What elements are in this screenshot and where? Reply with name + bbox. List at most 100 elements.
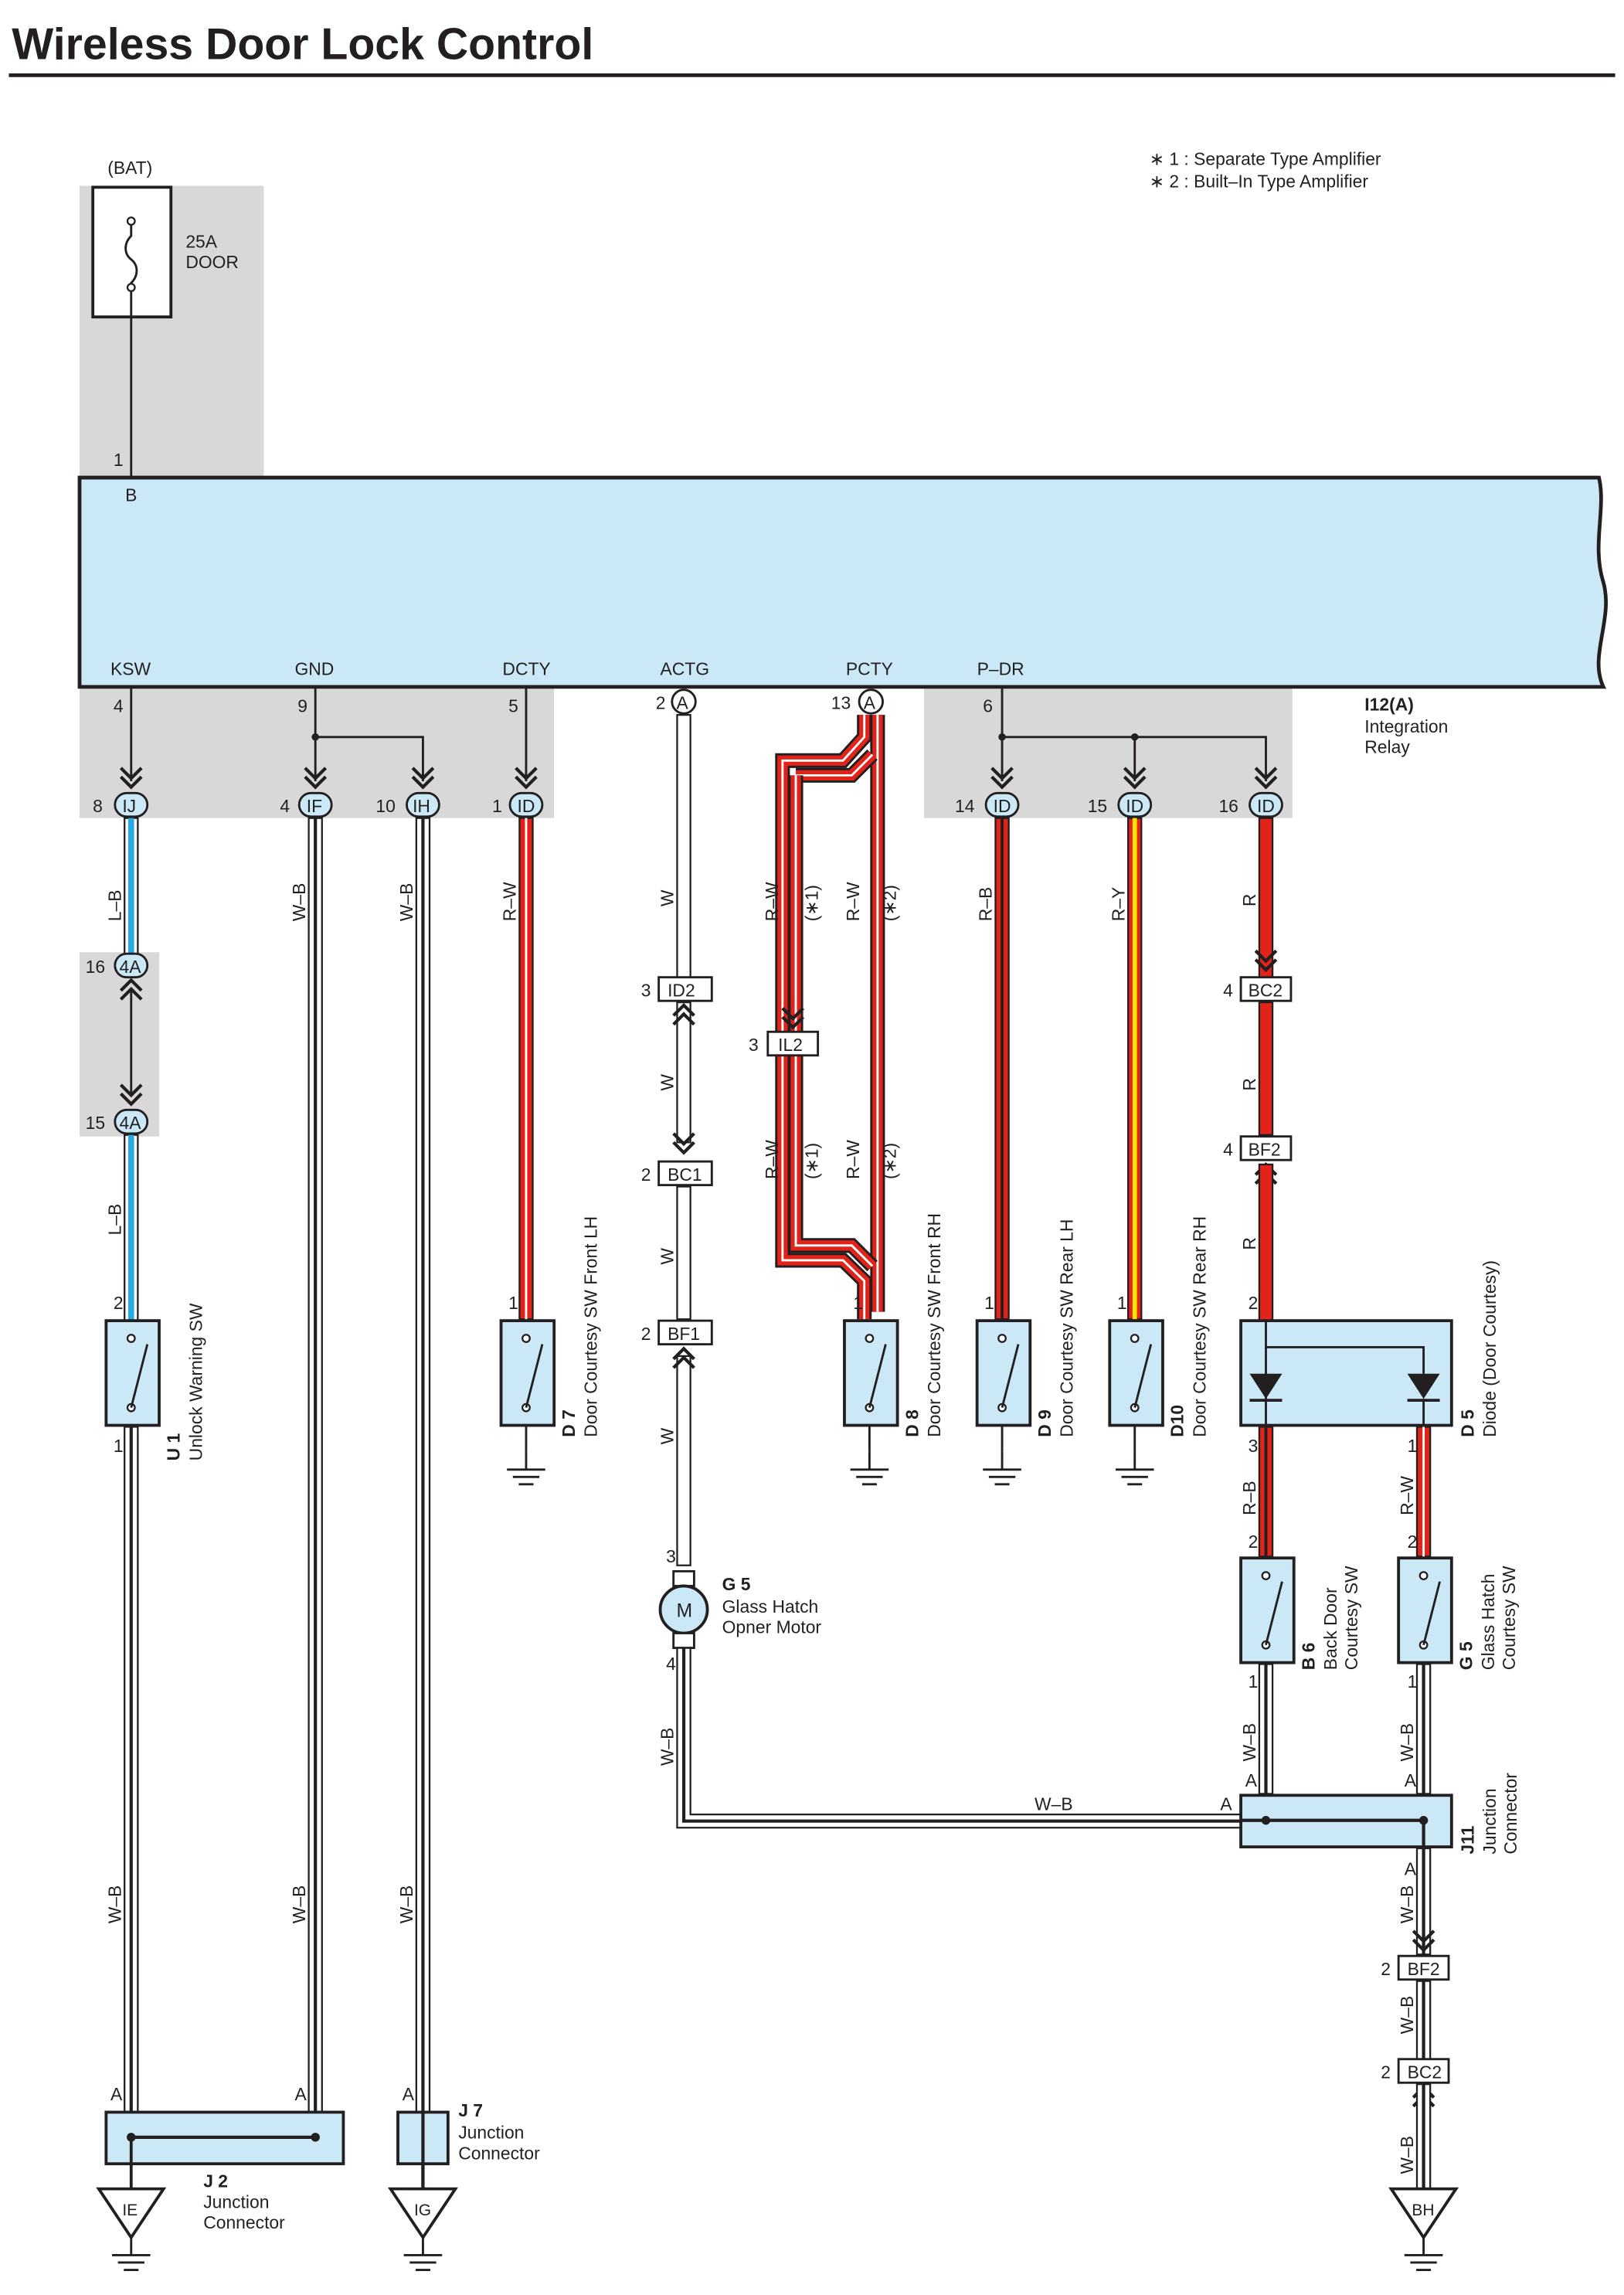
svg-text:W–B: W–B bbox=[1397, 1996, 1417, 2035]
svg-text:A: A bbox=[677, 693, 689, 713]
svg-text:R–W: R–W bbox=[843, 1140, 863, 1179]
battery-label: (BAT) bbox=[107, 158, 152, 178]
svg-text:4: 4 bbox=[280, 796, 290, 816]
svg-text:R–W: R–W bbox=[1397, 1476, 1417, 1515]
integration-relay: B KSW GND DCTY ACTG PCTY P–DR I12(A) Int… bbox=[77, 475, 1608, 757]
svg-text:W: W bbox=[657, 1427, 678, 1444]
svg-text:IF: IF bbox=[307, 796, 322, 816]
d8-code: D 8 bbox=[902, 1409, 922, 1437]
svg-text:4: 4 bbox=[1223, 1139, 1233, 1159]
svg-text:2: 2 bbox=[114, 1293, 124, 1313]
relay-name-2: Relay bbox=[1364, 737, 1410, 757]
svg-text:W: W bbox=[657, 1074, 678, 1091]
svg-text:ID: ID bbox=[1126, 796, 1143, 816]
j2-name-1: Junction bbox=[203, 2191, 269, 2212]
wire-lb-upper bbox=[124, 817, 139, 955]
svg-text:4A: 4A bbox=[120, 1113, 142, 1133]
wire-color-wb-col2a: W–B bbox=[289, 883, 309, 922]
svg-text:W–B: W–B bbox=[1397, 2136, 1417, 2174]
g5-switch-name-2: Courtesy SW bbox=[1499, 1566, 1519, 1670]
terminal-ksw: KSW bbox=[110, 659, 151, 679]
g5-switch-code: G 5 bbox=[1456, 1641, 1476, 1670]
svg-text:6: 6 bbox=[983, 695, 993, 716]
door-courtesy-switch-rear-lh bbox=[975, 1319, 1032, 1486]
fuse-rating: 25A bbox=[185, 232, 217, 252]
svg-text:2: 2 bbox=[1408, 1532, 1418, 1552]
svg-text:W: W bbox=[657, 1248, 678, 1265]
svg-text:2: 2 bbox=[1249, 1532, 1259, 1552]
j7-name-1: Junction bbox=[458, 2123, 524, 2143]
b6-name-2: Courtesy SW bbox=[1341, 1566, 1361, 1670]
terminal-gnd: GND bbox=[294, 659, 334, 679]
d5-code: D 5 bbox=[1457, 1409, 1477, 1437]
svg-text:BF2: BF2 bbox=[1249, 1139, 1281, 1159]
back-door-courtesy-switch bbox=[1239, 1556, 1296, 1664]
svg-text:15: 15 bbox=[1088, 796, 1107, 816]
wire-w-actg bbox=[676, 714, 691, 1566]
svg-text:4: 4 bbox=[666, 1654, 676, 1674]
svg-text:A: A bbox=[864, 693, 876, 713]
fuse-25a-door: (BAT) 25A DOOR 1 bbox=[91, 158, 239, 478]
svg-text:2: 2 bbox=[1381, 1959, 1391, 1979]
svg-text:4: 4 bbox=[1223, 980, 1233, 1000]
connector-id-1: ID1 bbox=[492, 791, 544, 818]
svg-text:R–W: R–W bbox=[843, 882, 863, 921]
svg-text:2: 2 bbox=[1249, 1293, 1259, 1313]
d10-code: D10 bbox=[1167, 1405, 1187, 1437]
j2-code: J 2 bbox=[203, 2171, 228, 2191]
door-courtesy-switch-front-lh bbox=[499, 1319, 556, 1486]
junction-connector-j7 bbox=[396, 2110, 450, 2189]
wire-color-wb-col3a: W–B bbox=[396, 883, 416, 922]
svg-text:R–B: R–B bbox=[976, 887, 996, 922]
svg-text:IE: IE bbox=[122, 2202, 138, 2219]
svg-text:IL2: IL2 bbox=[778, 1035, 803, 1055]
ground-ig: IG bbox=[387, 2187, 458, 2271]
svg-text:9: 9 bbox=[297, 695, 307, 716]
svg-text:5: 5 bbox=[508, 695, 518, 716]
wire-lb-lower bbox=[124, 1134, 139, 1322]
fuse-pin: 1 bbox=[114, 450, 124, 470]
svg-text:A: A bbox=[294, 2084, 307, 2104]
svg-text:M: M bbox=[677, 1601, 693, 1622]
svg-text:IG: IG bbox=[414, 2202, 431, 2219]
unlock-warning-switch bbox=[104, 1319, 161, 1427]
svg-text:R–W: R–W bbox=[762, 1140, 782, 1179]
terminal-actg: ACTG bbox=[661, 659, 710, 679]
svg-text:2: 2 bbox=[641, 1324, 651, 1344]
terminal-pdr: P–DR bbox=[977, 659, 1024, 679]
diagram-title: Wireless Door Lock Control bbox=[12, 19, 593, 69]
connector-il2: IL2 3 bbox=[749, 1030, 820, 1057]
svg-text:(∗2): (∗2) bbox=[880, 885, 900, 921]
svg-text:ID: ID bbox=[994, 796, 1011, 816]
j11-name-1: Junction bbox=[1480, 1788, 1500, 1854]
svg-text:R: R bbox=[1239, 1237, 1259, 1250]
svg-text:1: 1 bbox=[508, 1293, 518, 1313]
svg-text:3: 3 bbox=[749, 1035, 759, 1055]
connector-id-15: ID 15 bbox=[1088, 791, 1153, 818]
svg-text:W–B: W–B bbox=[1035, 1794, 1073, 1814]
svg-text:1: 1 bbox=[853, 1293, 863, 1313]
svg-text:3: 3 bbox=[641, 980, 651, 1000]
svg-text:A: A bbox=[1245, 1770, 1258, 1790]
door-courtesy-switch-front-rh bbox=[843, 1319, 899, 1486]
wire-color-lb-1: L–B bbox=[104, 890, 124, 922]
b6-name-1: Back Door bbox=[1320, 1587, 1340, 1670]
g5-motor-name-2: Opner Motor bbox=[722, 1617, 822, 1637]
svg-text:A: A bbox=[1405, 1770, 1417, 1790]
relay-terminal-b: B bbox=[125, 485, 137, 505]
svg-text:IH: IH bbox=[413, 796, 430, 816]
svg-text:1: 1 bbox=[1408, 1436, 1418, 1456]
j11-name-2: Connector bbox=[1500, 1773, 1520, 1855]
d10-name: Door Courtesy SW Rear RH bbox=[1189, 1216, 1209, 1437]
svg-text:1: 1 bbox=[1408, 1671, 1418, 1692]
svg-text:1: 1 bbox=[1249, 1671, 1259, 1692]
wire-color-wb-col2b: W–B bbox=[289, 1885, 309, 1924]
svg-text:(∗1): (∗1) bbox=[802, 1143, 822, 1179]
svg-text:4: 4 bbox=[114, 695, 124, 716]
